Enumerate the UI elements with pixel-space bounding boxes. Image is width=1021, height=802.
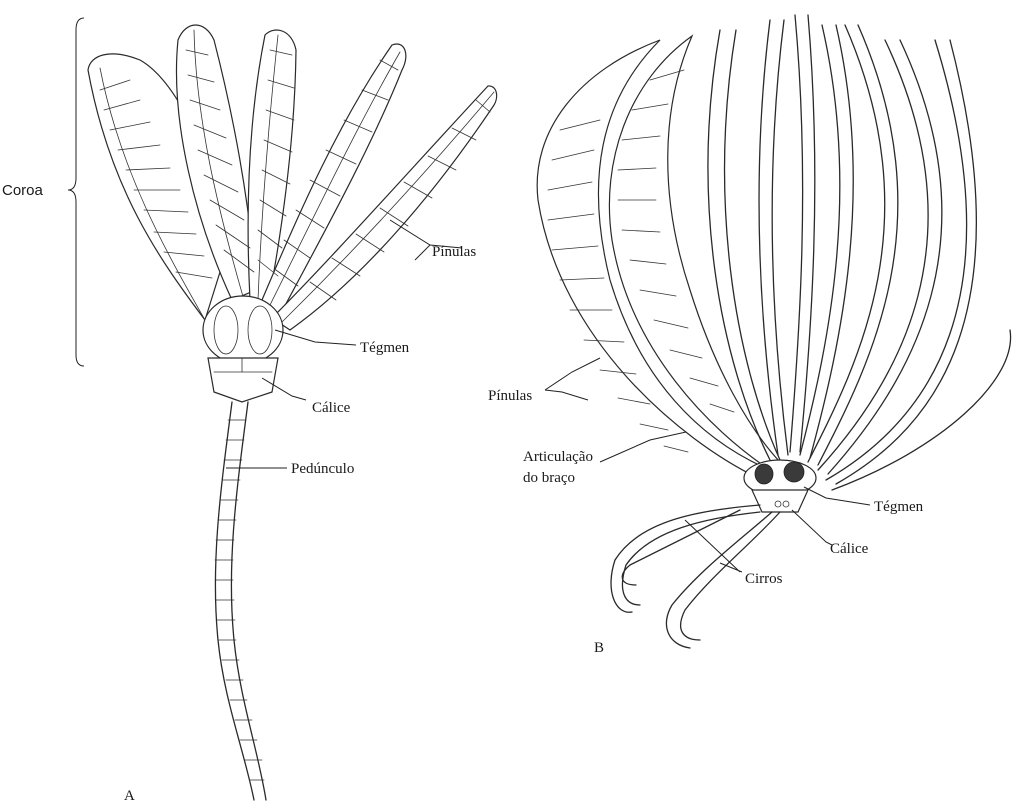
panel-a-arms — [88, 25, 497, 330]
panel-a-illustration — [68, 18, 497, 800]
label-b-cirros: Cirros — [745, 571, 783, 587]
panel-b-plain-arms — [708, 15, 1011, 490]
crown-bracket — [68, 18, 84, 366]
label-b-pinulas: Pínulas — [488, 388, 532, 404]
label-b-articulacao-line2: do braço — [523, 470, 575, 486]
panel-a-stem — [215, 402, 266, 800]
panel-a-letter: A — [124, 788, 135, 802]
label-a-tegmen: Tégmen — [360, 340, 410, 356]
label-a-pedunculo: Pedúnculo — [291, 461, 354, 477]
panel-b-cup — [744, 460, 816, 512]
panel-a-cup — [203, 296, 283, 402]
label-b-tegmen: Tégmen — [874, 499, 924, 515]
label-coroa: Coroa — [2, 182, 44, 199]
label-a-calice: Cálice — [312, 400, 351, 416]
label-b-calice: Cálice — [830, 541, 869, 557]
label-a-pinulas: Pínulas — [432, 244, 476, 260]
panel-b-letter: B — [594, 640, 604, 656]
label-b-articulacao-line1: Articulação — [523, 449, 593, 465]
panel-b-illustration — [537, 15, 1010, 648]
